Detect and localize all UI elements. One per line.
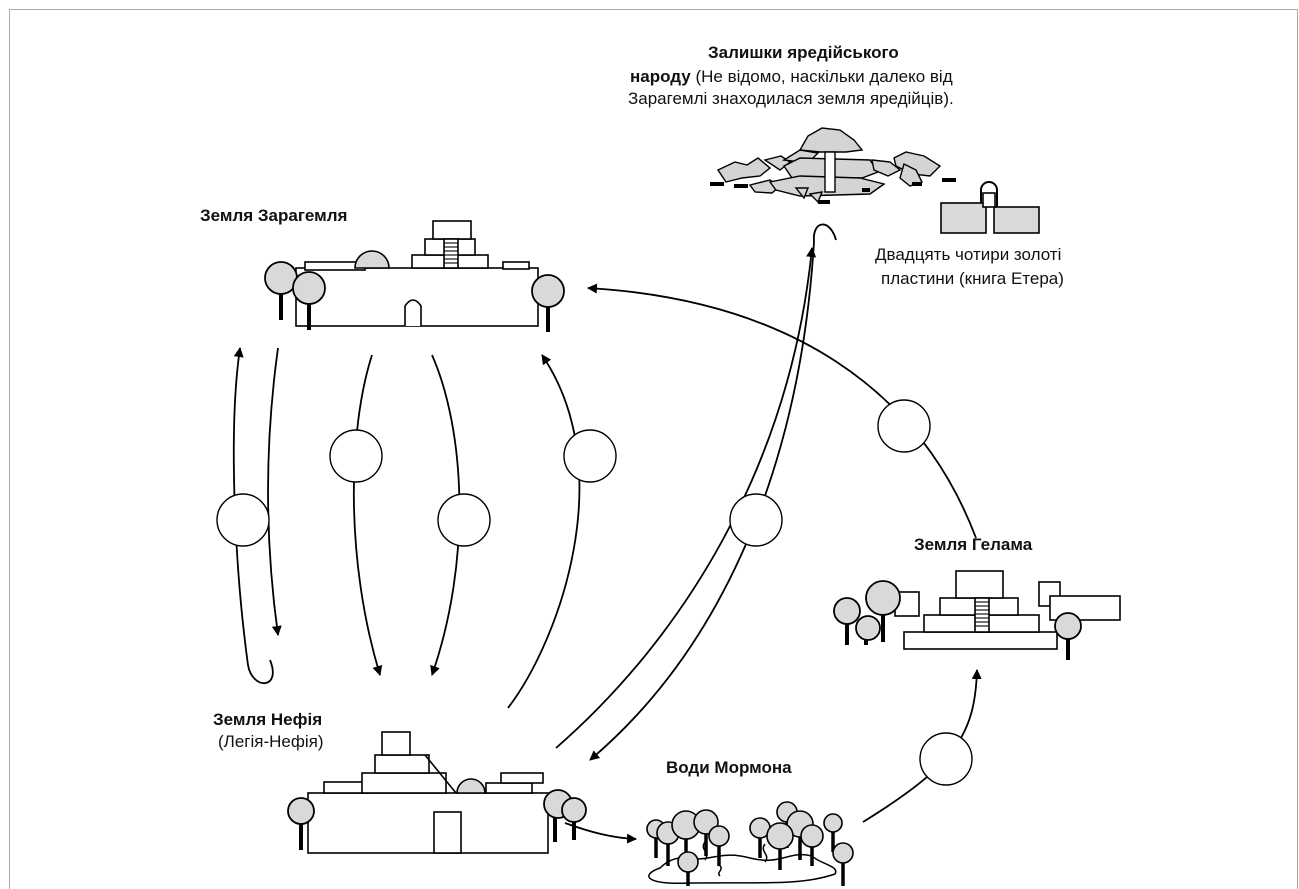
route-nephi-zarahemla-left-up [232, 347, 274, 685]
jaredite-label-note: (Не відомо, наскільки далеко від [690, 67, 953, 86]
ruins-icon [710, 127, 956, 204]
nephi-label: Земля Нефія [213, 710, 323, 729]
plates-label-line2: пластини (книга Етера) [881, 269, 1064, 288]
plates-label-line1: Двадцять чотири золоті [875, 245, 1062, 264]
city-icon [295, 220, 539, 327]
jaredite-label-line3: Зарагемлі знаходилася земля яредійців). [628, 89, 954, 108]
route-helam-zarahemla [587, 283, 977, 539]
jaredite-label-line1: Залишки яредійського [708, 43, 899, 62]
route-markers [216, 399, 973, 786]
route-marker [329, 429, 383, 483]
jaredite-label-people: народу [630, 67, 691, 86]
route-marker [729, 493, 783, 547]
route-marker [919, 732, 973, 786]
route-zarahemla-nephi-left-down [267, 347, 282, 636]
nephi-subtitle: (Легія-Нефія) [218, 732, 324, 751]
route-zarahemla-nephi-center-1 [352, 354, 383, 676]
waters-icon [648, 841, 837, 884]
route-nephi-mormon [564, 822, 637, 844]
helam-label: Земля Гелама [914, 535, 1033, 554]
tree-icon [287, 789, 587, 850]
mormon-label: Води Мормона [666, 758, 792, 777]
jaredite-label-line2: народу (Не відомо, наскільки далеко від [630, 66, 953, 88]
tree-icon [833, 580, 1082, 660]
route-nephi-zarahemla-return [507, 354, 581, 709]
frame-border [9, 9, 1298, 889]
route-marker [216, 493, 270, 547]
route-nephi-ruins-up [555, 247, 817, 749]
tree-icon [646, 801, 854, 886]
route-marker [563, 429, 617, 483]
city-icon [894, 570, 1121, 650]
route-ruins-nephi-down [589, 223, 837, 761]
plates-icon [940, 181, 1040, 234]
route-marker [437, 493, 491, 547]
tree-icon [264, 261, 565, 332]
route-marker [877, 399, 931, 453]
city-icon [307, 731, 549, 854]
zarahemla-label: Земля Зарагемля [200, 206, 348, 225]
